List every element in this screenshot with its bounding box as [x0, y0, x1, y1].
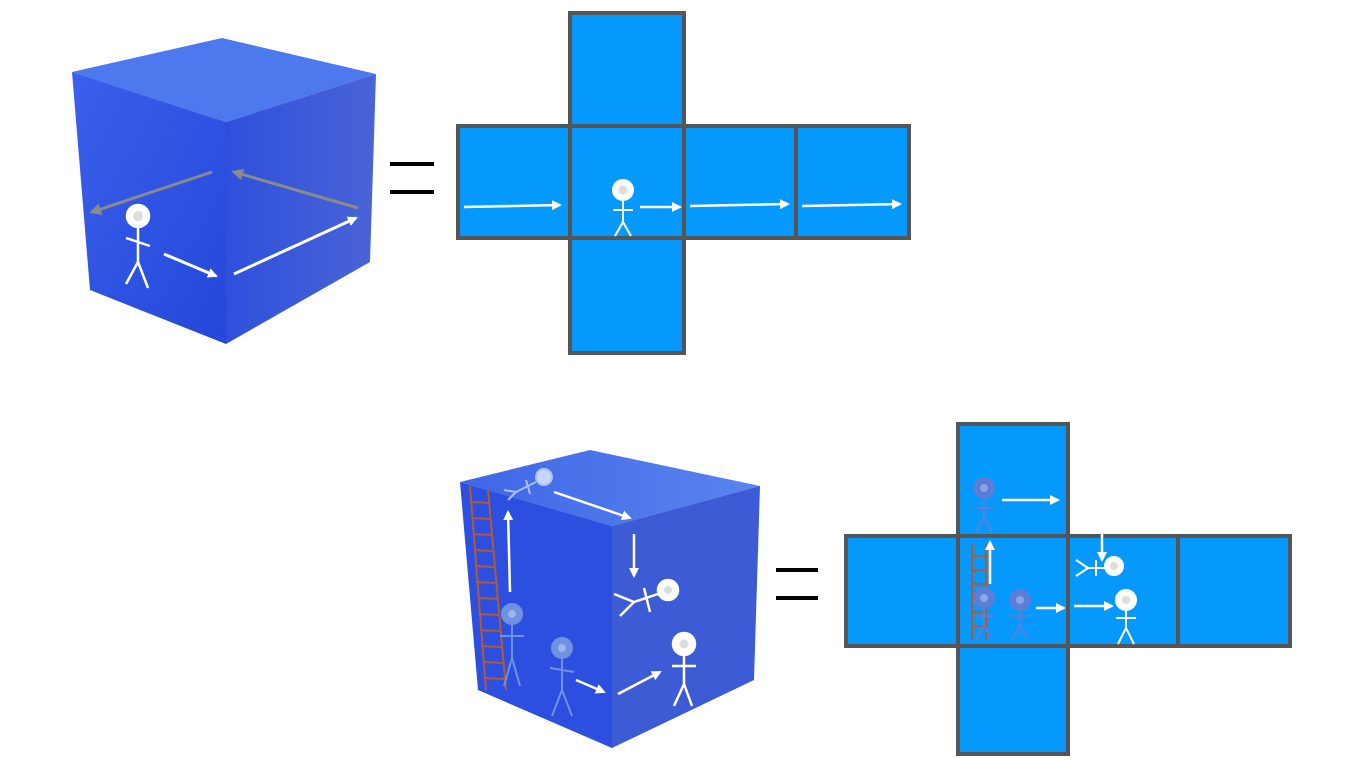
cube-2-side-face	[612, 486, 760, 748]
net-1-arrow-1	[463, 200, 562, 211]
net-1-face-right	[682, 124, 798, 240]
net-1-arrows	[463, 199, 902, 212]
net-1-arrow-3	[689, 199, 790, 210]
arrow-front	[163, 252, 218, 278]
cube-1-side-face	[226, 74, 376, 344]
stick-figure-icon	[671, 631, 697, 707]
cube-2-top-face	[460, 450, 760, 526]
cube-1-top-face	[72, 38, 376, 122]
net-1-face-left	[456, 124, 572, 240]
stick-figure-icon	[1115, 589, 1137, 645]
cube-2-arrow-top	[553, 490, 632, 521]
cube-2-arrow-side	[617, 670, 662, 696]
cube-2-front-face	[460, 482, 612, 748]
stick-figure-icon	[500, 603, 524, 687]
equals-sign-2	[776, 568, 818, 600]
net-2-face-left	[844, 534, 960, 648]
net-1-arrow-4	[801, 199, 902, 210]
ladder-icon	[469, 485, 507, 691]
stick-figure-icon	[613, 578, 680, 617]
cube-2-arrow-up	[503, 510, 514, 593]
stick-figure-icon	[612, 179, 634, 237]
stick-figure-icon	[973, 477, 995, 533]
cube-net-1	[456, 11, 911, 355]
net-2-face-bottom	[956, 644, 1070, 756]
net-1-face-bottom	[568, 236, 686, 355]
cube-1	[72, 38, 376, 344]
net-2-face-top	[956, 422, 1070, 538]
ghost-arrow-back-left	[89, 170, 213, 215]
stick-figure-icon	[549, 637, 575, 717]
arrow-side	[233, 216, 358, 276]
cube-net-2	[844, 422, 1292, 756]
cube-1-front-face	[72, 72, 226, 344]
net-2-arrows	[985, 495, 1114, 613]
net-2-face-center	[956, 534, 1070, 648]
net-1-face-top	[568, 11, 686, 128]
equals-sign-1	[390, 162, 434, 194]
stick-figure-icon	[973, 587, 995, 641]
cube-2-arrow-front	[575, 678, 606, 694]
net-1-face-back	[794, 124, 911, 240]
cube-2	[460, 450, 760, 748]
stick-figure-icon	[1009, 589, 1031, 641]
net-2-face-back	[1176, 534, 1292, 648]
stick-figure-icon	[503, 468, 553, 501]
stick-figure-icon	[124, 203, 151, 289]
stick-figure-icon	[1075, 556, 1124, 577]
ghost-arrow-back-right	[231, 168, 359, 210]
